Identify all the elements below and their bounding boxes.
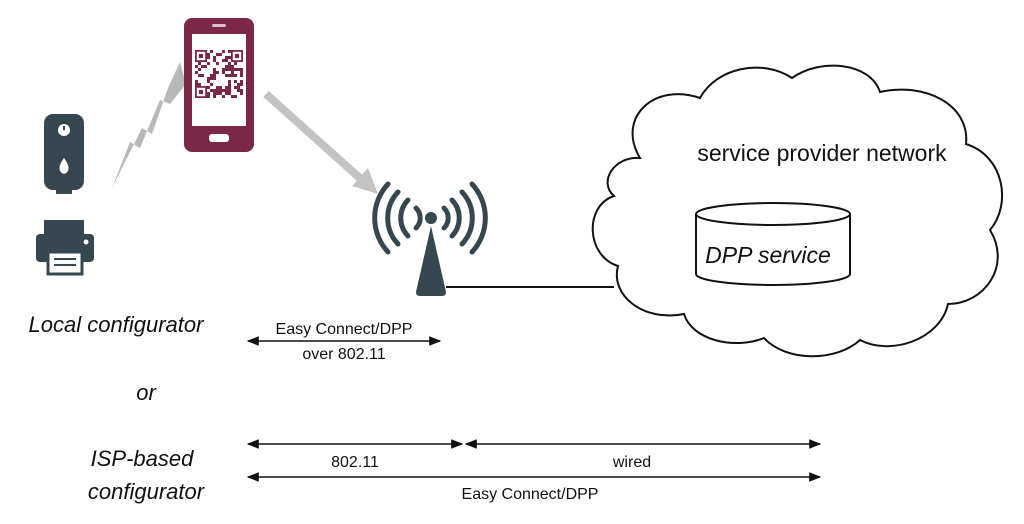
lightning-bolt-icon: [112, 62, 186, 188]
isp-wifi-label: 802.11: [331, 454, 379, 471]
provisioning-arrow: [263, 91, 378, 194]
isp-wired-label: wired: [612, 454, 651, 471]
smart-thermostat-icon: [44, 114, 84, 194]
printer-icon: [36, 220, 94, 276]
dpp-service-label: DPP service: [705, 242, 831, 268]
local-arrow-label-top: Easy Connect/DPP: [276, 321, 413, 338]
local-arrow-label-bottom: over 802.11: [302, 346, 385, 363]
isp-full-label: Easy Connect/DPP: [462, 486, 599, 503]
local-configurator-label: Local configurator: [29, 312, 206, 337]
isp-configurator-label-line2: configurator: [88, 479, 206, 504]
cloud-label: service provider network: [697, 140, 947, 166]
isp-configurator-label-line1: ISP-based: [91, 446, 194, 471]
smartphone-qr-icon: [184, 18, 254, 152]
database-icon: DPP service: [695, 202, 851, 286]
or-label: or: [136, 380, 157, 405]
wifi-access-point-icon: [372, 181, 488, 296]
